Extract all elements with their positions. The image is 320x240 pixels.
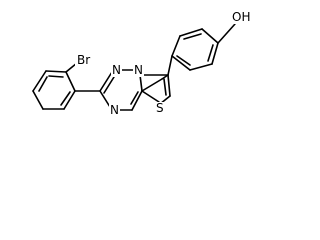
chemical-structure-diagram: Br OH N N N S bbox=[32, 10, 251, 117]
bond bbox=[63, 90, 76, 110]
hydroxyl-label: OH bbox=[232, 10, 250, 24]
bond bbox=[45, 70, 67, 73]
nitrogen-bridge-label: N bbox=[134, 63, 143, 77]
bond bbox=[139, 74, 143, 92]
double-bond-inner bbox=[176, 55, 191, 66]
bond bbox=[211, 42, 219, 65]
bond bbox=[65, 71, 76, 92]
bond bbox=[99, 90, 111, 108]
bond bbox=[32, 70, 47, 92]
phenol-ring bbox=[171, 28, 219, 71]
bond bbox=[171, 35, 181, 57]
double-bond bbox=[163, 78, 167, 96]
bond bbox=[32, 90, 44, 110]
double-bond-inner bbox=[38, 76, 48, 92]
bond bbox=[179, 28, 203, 37]
bond bbox=[167, 74, 171, 97]
sulfur-label: S bbox=[156, 101, 164, 115]
double-bond-inner bbox=[207, 44, 214, 62]
fused-heterocycle bbox=[99, 69, 171, 111]
bond-to-hydroxyl bbox=[217, 23, 236, 44]
double-bond-inner bbox=[130, 91, 139, 105]
bond bbox=[131, 90, 143, 111]
double-bond-inner bbox=[183, 33, 202, 40]
double-bond-inner bbox=[48, 75, 64, 78]
bond-thiazole-to-phenol bbox=[167, 55, 173, 76]
nitrogen-lower-label: N bbox=[110, 103, 119, 117]
double-bond-inner bbox=[60, 91, 71, 106]
bromine-label: Br bbox=[77, 53, 90, 67]
bond bbox=[171, 55, 191, 71]
bond bbox=[189, 63, 213, 71]
bond bbox=[201, 28, 219, 44]
nitrogen-label: N bbox=[112, 63, 121, 77]
bond bbox=[99, 71, 113, 92]
bond bbox=[141, 78, 163, 92]
double-bond-outer bbox=[103, 76, 115, 94]
bond bbox=[141, 90, 160, 103]
bromophenyl-ring bbox=[32, 70, 76, 110]
